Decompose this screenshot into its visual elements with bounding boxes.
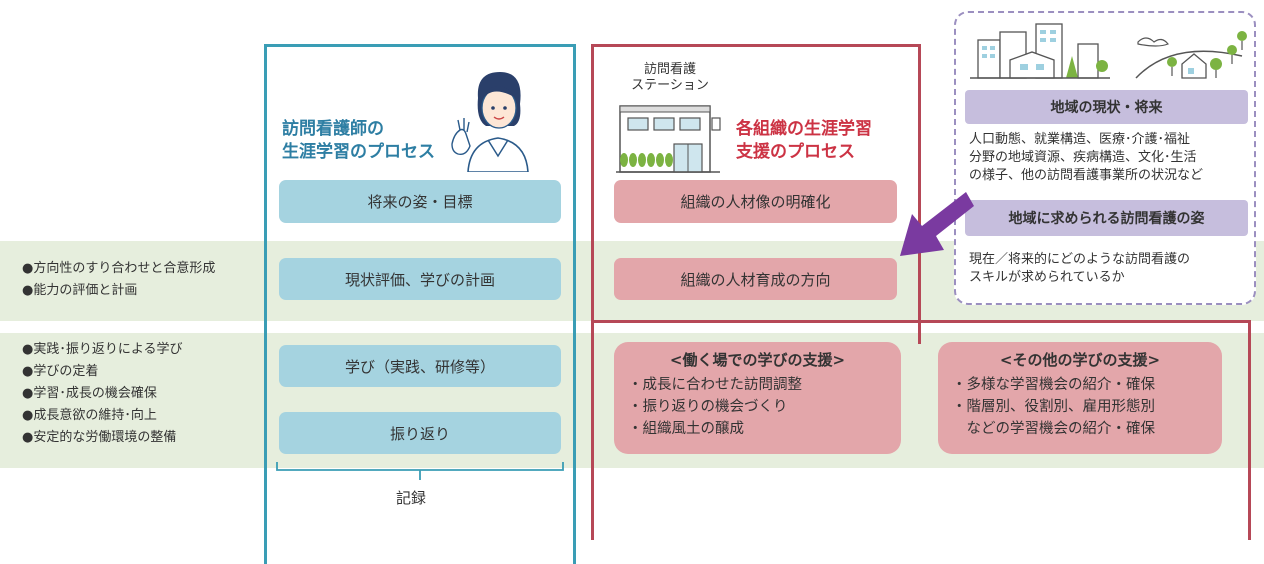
nurse-step-learning: 学び（実践、研修等） <box>279 345 561 387</box>
other-support-box: <その他の学びの支援> ・多様な学習機会の紹介・確保 ・階層別、役割別、雇用形態… <box>938 342 1222 454</box>
left-item: ●学びの定着 <box>22 364 99 379</box>
nurse-step-reflection: 振り返り <box>279 412 561 454</box>
station-label: 訪問看護 ステーション <box>631 62 709 93</box>
region-current-future-label: 地域の現状・将来 <box>965 90 1248 124</box>
nurse-process-title: 訪問看護師の 生涯学習のプロセス <box>282 119 435 162</box>
purple-arrow <box>900 192 974 256</box>
left-item: ●実践･振り返りによる学び <box>22 342 183 357</box>
nurse-step-future-goal: 将来の姿・目標 <box>279 180 561 223</box>
org-process-column-bottom <box>591 320 1251 540</box>
region-current-future-text: 人口動態、就業構造、医療･介護･福祉 分野の地域資源、疾病構造、文化･生活 の様… <box>969 132 1204 183</box>
nurse-process-column <box>264 44 576 564</box>
other-support-item: ・階層別、役割別、雇用形態別 <box>952 399 1155 415</box>
countryside-house-icon <box>1135 31 1247 79</box>
other-support-item: などの学習機会の紹介・確保 <box>952 421 1155 437</box>
left-item: ●方向性のすり合わせと合意形成 <box>22 261 216 276</box>
nurse-step-evaluation-plan: 現状評価、学びの計画 <box>279 258 561 300</box>
left-item: ●成長意欲の維持･向上 <box>22 408 157 423</box>
record-label: 記録 <box>396 489 427 507</box>
workplace-support-title: <働く場での学びの支援> <box>669 351 846 369</box>
workplace-support-item: ・成長に合わせた訪問調整 <box>628 377 802 393</box>
org-step-talent-image: 組織の人材像の明確化 <box>614 180 897 223</box>
left-item: ●学習･成長の機会確保 <box>22 386 157 401</box>
org-step-development-direction: 組織の人材育成の方向 <box>614 258 897 300</box>
nurse-illustration <box>451 72 529 172</box>
other-support-item: ・多様な学習機会の紹介・確保 <box>952 377 1155 393</box>
left-item: ●安定的な労働環境の整備 <box>22 430 177 445</box>
red-column-cover <box>594 318 918 324</box>
city-buildings-icon <box>970 23 1110 79</box>
left-group-planning: ●方向性のすり合わせと合意形成 ●能力の評価と計画 <box>22 258 215 302</box>
region-required-text: 現在／将来的にどのような訪問看護の スキルが求められているか <box>969 252 1191 285</box>
left-item: ●能力の評価と計画 <box>22 283 138 298</box>
workplace-support-item: ・組織風土の醸成 <box>628 421 744 437</box>
workplace-support-box: <働く場での学びの支援> ・成長に合わせた訪問調整 ・振り返りの機会づくり ・組… <box>614 342 901 454</box>
org-process-title: 各組織の生涯学習 支援のプロセス <box>736 119 872 162</box>
left-group-learning: ●実践･振り返りによる学び ●学びの定着 ●学習･成長の機会確保 ●成長意欲の維… <box>22 339 182 449</box>
station-building-icon <box>616 105 721 173</box>
workplace-support-item: ・振り返りの機会づくり <box>628 399 788 415</box>
other-support-title: <その他の学びの支援> <box>999 351 1161 369</box>
region-required-label: 地域に求められる訪問看護の姿 <box>965 200 1248 236</box>
record-bracket <box>276 462 564 480</box>
org-process-column-top <box>591 44 921 344</box>
